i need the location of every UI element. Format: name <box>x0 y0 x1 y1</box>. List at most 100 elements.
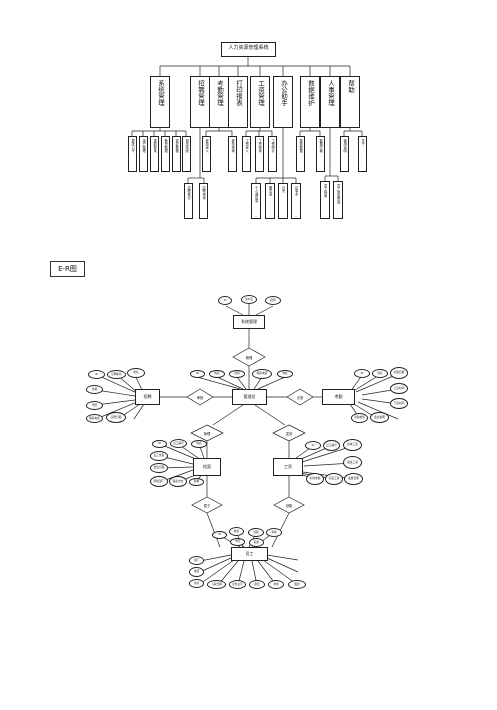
module-help: 帮助 <box>340 76 360 128</box>
attr-oval: 联系电话 <box>252 369 272 379</box>
attr-oval: 出生日期 <box>150 463 168 473</box>
attr-oval: 实发工资 <box>325 473 343 485</box>
attr-oval: 年龄 <box>266 528 282 537</box>
leaf-node: 考勤查询 <box>228 136 237 172</box>
leaf-node: 工资查询 <box>255 136 264 172</box>
attr-oval: ID <box>190 370 205 378</box>
entity-employee: 员工 <box>231 547 268 561</box>
module-label: 打印报表 <box>234 80 243 106</box>
leaf-node: 备份数据 <box>161 136 170 172</box>
module-label: 帮助 <box>346 80 355 93</box>
attr-oval: 用户名 <box>241 295 257 304</box>
attr-oval: 状态 <box>268 580 284 589</box>
attr-oval: ID <box>354 369 370 378</box>
module-label: 数据维护 <box>306 80 315 106</box>
module-system: 系统管理 <box>150 76 170 128</box>
attr-oval: 入职日期 <box>207 580 226 589</box>
leaf-node: 记事本 <box>291 183 301 219</box>
attr-oval: 联系电话 <box>86 414 103 423</box>
leaf-node: 数据字典 <box>316 136 325 172</box>
attr-oval: 性别 <box>248 528 264 537</box>
attr-oval: 学历 <box>86 401 103 410</box>
leaf-node: 员工信息查询 <box>333 181 343 219</box>
attr-oval: 职位 <box>249 538 264 547</box>
attr-oval: 地址 <box>277 370 293 378</box>
attr-oval: 备注说明 <box>370 412 389 423</box>
module-label: 办公助手 <box>279 80 288 106</box>
attr-oval: 基本工资 <box>343 439 362 451</box>
rel-label: 管理 <box>245 356 253 360</box>
attr-oval: ID <box>305 441 321 450</box>
rel-label: 领取 <box>285 504 293 508</box>
module-label: 工资管理 <box>256 80 265 106</box>
attr-oval: 备注 <box>249 580 265 589</box>
leaf-node: 基础数据 <box>296 136 305 172</box>
rel-mid-left-diamond <box>190 424 224 442</box>
entity-system: 系统管理 <box>233 315 265 329</box>
module-recruit: 招聘管理 <box>190 76 210 128</box>
attr-oval: 电话 <box>189 567 204 577</box>
module-attendance: 考勤管理 <box>209 76 229 128</box>
attr-oval: ID <box>152 440 167 448</box>
attr-oval: 应聘日期 <box>106 412 126 423</box>
attr-oval: 性别 <box>86 385 103 394</box>
attr-oval: 姓名 <box>229 527 244 536</box>
attr-oval: ID <box>212 531 227 539</box>
leaf-node: 重新登录 <box>150 136 159 172</box>
er-heading: E-R图 <box>50 261 85 277</box>
module-hr: 人事管理 <box>320 76 340 128</box>
entity-attendance: 考勤 <box>322 389 355 405</box>
module-print: 打印报表 <box>228 76 248 128</box>
attr-oval: 学历 <box>230 538 245 546</box>
attr-oval: 员工编号 <box>323 440 340 451</box>
leaf-node: 应聘查询 <box>199 183 208 219</box>
module-office: 办公助手 <box>273 76 293 128</box>
attr-oval: 应聘职位 <box>107 370 126 379</box>
attr-oval: 姓名 <box>191 440 207 448</box>
attr-oval: 籍贯 <box>288 580 306 589</box>
leaf-node: 工资录入 <box>242 136 251 172</box>
attr-oval: 住址 <box>189 579 204 588</box>
rel-bottom-left-diamond <box>191 496 223 514</box>
attr-oval: 部门 <box>189 556 204 565</box>
leaf-node: 个人通讯录 <box>251 183 261 219</box>
attr-oval: 下班时间 <box>390 398 408 409</box>
entity-admin: 管理员 <box>232 389 267 405</box>
module-label: 招聘管理 <box>196 80 205 106</box>
rel-top-diamond <box>232 347 266 367</box>
attr-oval: 密码 <box>265 296 281 305</box>
module-label: 人事管理 <box>326 80 335 106</box>
attr-oval: 职称 <box>189 478 204 486</box>
leaf-node: 恢复数据 <box>172 136 181 172</box>
rel-label: 审核 <box>196 396 204 400</box>
module-salary: 工资管理 <box>250 76 270 128</box>
attr-oval: 员工性别 <box>150 451 168 461</box>
entity-salary: 工资 <box>273 458 303 476</box>
leaf-node: 日历 <box>278 183 288 219</box>
rel-right-diamond <box>286 388 314 406</box>
leaf-node: 关于 <box>358 136 367 172</box>
attr-oval: 联系方式 <box>169 476 187 487</box>
rel-label: 记录 <box>296 396 304 400</box>
rel-bottom-right-diamond <box>273 496 305 514</box>
entity-archive: 档案 <box>193 458 221 476</box>
attr-oval: ID <box>218 296 232 305</box>
module-label: 考勤管理 <box>215 80 224 106</box>
attr-oval: 扣款金额 <box>306 473 324 485</box>
root-node: 人力资源管理系统 <box>221 42 276 57</box>
attr-oval: 考勤日期 <box>390 367 408 379</box>
attr-oval: 员工编号 <box>170 439 187 448</box>
leaf-node: 备忘录 <box>265 183 275 219</box>
attr-oval: 姓名 <box>209 370 225 378</box>
leaf-node: 考勤录入 <box>202 136 211 172</box>
module-data: 数据维护 <box>300 76 320 128</box>
attr-oval: 上班时间 <box>390 383 408 394</box>
leaf-node: 退出系统 <box>182 136 191 172</box>
attr-oval: 发放日期 <box>344 473 363 485</box>
leaf-node: 使用说明 <box>340 136 349 172</box>
attr-oval: 加班工资 <box>343 456 362 469</box>
rel-label: 属于 <box>203 504 211 508</box>
attr-oval: 姓名 <box>127 368 145 378</box>
leaf-node: 用户管理 <box>139 136 148 172</box>
